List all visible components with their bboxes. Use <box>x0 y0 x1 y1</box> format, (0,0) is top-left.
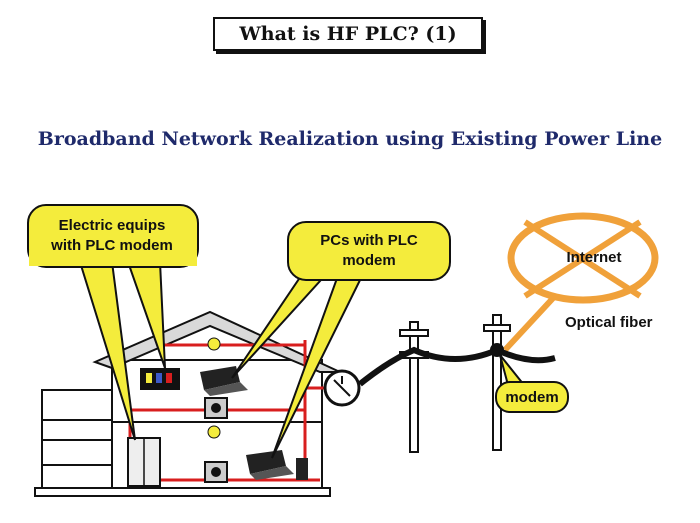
power-cable <box>358 346 556 387</box>
speaker-device <box>296 458 308 480</box>
callout-electric-line2: with PLC modem <box>50 237 173 254</box>
lamp-upper <box>207 337 221 351</box>
lamp-lower <box>207 425 221 439</box>
refrigerator <box>127 437 161 487</box>
pc-lower <box>246 450 294 480</box>
callout-modem: modem <box>495 354 569 413</box>
callout-pcs-line2: modem <box>342 252 395 269</box>
optical-fiber-line <box>502 293 558 353</box>
power-meter <box>323 369 361 407</box>
callout-electric-line1: Electric equips <box>59 217 166 234</box>
optical-fiber-label: Optical fiber <box>565 314 653 331</box>
internet-label: Internet <box>566 249 621 266</box>
callout-electric-equips: Electric equips with PLC modem <box>27 204 199 441</box>
callout-pcs-line1: PCs with PLC <box>320 232 418 249</box>
outlet-lower <box>204 461 228 483</box>
utility-pole-1 <box>399 321 429 453</box>
callout-modem-label: modem <box>505 389 558 406</box>
electric-panel-device <box>140 368 180 390</box>
page-title: What is HF PLC? (1) <box>213 17 483 51</box>
pc-upper <box>200 366 248 396</box>
page-subtitle: Broadband Network Realization using Exis… <box>37 128 663 150</box>
internet-cloud: Internet <box>507 212 659 304</box>
outlet-upper <box>204 397 228 419</box>
callout-pcs: PCs with PLC modem <box>231 221 451 459</box>
